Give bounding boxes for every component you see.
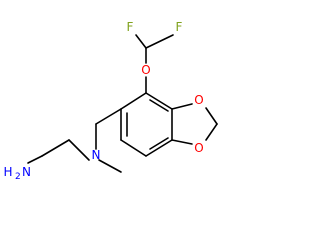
oxygen-ring-top-label: O [194,93,203,107]
fluorine-right-label: F [176,20,183,34]
bond-ch2-amine [27,155,43,164]
bond-o-top-ch2 [205,107,218,125]
amine-n-label: N [22,165,31,179]
bond-ring-1-inner [149,99,169,112]
bond-ring-3 [145,139,173,157]
oxygen-ether-label: O [141,63,150,77]
bond-n-ch2 [68,139,90,161]
bond-ring-6 [120,92,147,110]
bond-ch2-o-bottom [205,123,218,141]
nitrogen-tertiary-label: N [92,148,101,162]
bond-o-bottom-ring [171,139,193,145]
amine-h-label: H [3,165,12,179]
bond-ring-4 [120,139,147,157]
bond-ring-1 [145,92,173,110]
amine-label: H 2 N [3,165,31,182]
bond-f-left-ch [135,34,147,49]
bond-ring-o-top [171,103,193,110]
amine-subscript-label: 2 [15,172,21,182]
fluorine-left-label: F [127,20,134,34]
molecule-structure: F F O O O N H 2 N [3,20,218,182]
bond-n-methyl [98,159,122,173]
atom-labels: F F O O O N H 2 N [3,20,203,182]
oxygen-ring-bottom-label: O [194,141,203,155]
bond-ring-3-inner [149,137,169,150]
bonds [27,34,218,173]
bond-ch2-ch2 [41,139,70,157]
bond-ring-ch2 [95,108,122,125]
bond-ch-f-right [145,34,174,49]
